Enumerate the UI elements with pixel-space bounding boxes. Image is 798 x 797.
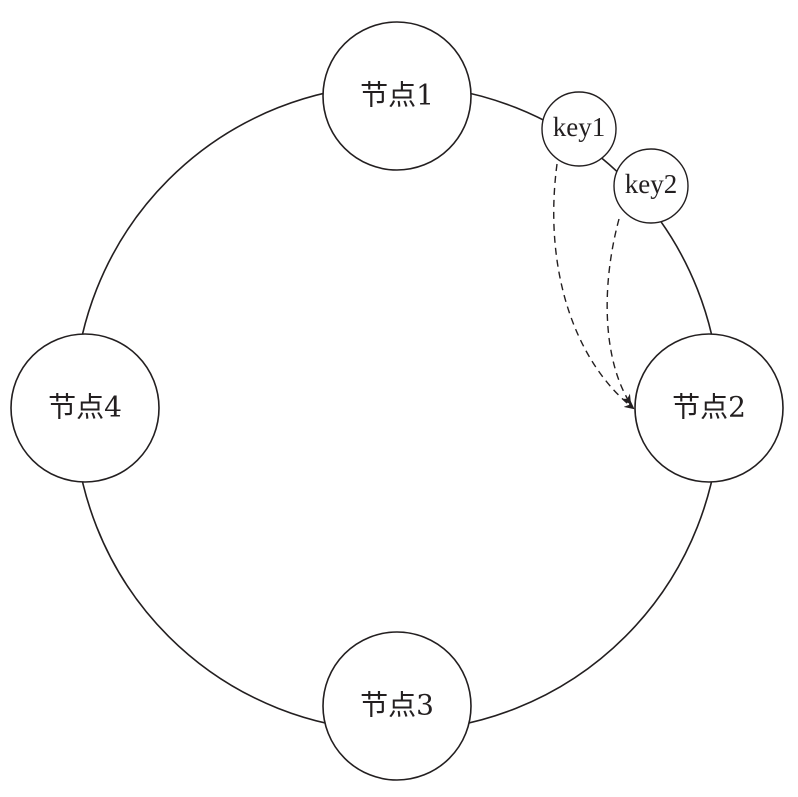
node-4: 节点4 (10, 333, 160, 483)
key-1-label: key1 (553, 112, 605, 142)
key2-to-node2-arrow (606, 218, 632, 405)
key-2-label: key2 (625, 169, 677, 199)
node-4-circle (10, 333, 160, 483)
node-2-circle (634, 333, 784, 483)
key-1-circle (541, 91, 617, 167)
key-2-circle (613, 148, 689, 224)
node-1: 节点1 (322, 21, 472, 171)
node-2: 节点2 (634, 333, 784, 483)
key-2: key2 (613, 148, 689, 224)
node-1-label: 节点1 (360, 79, 434, 112)
node-4-label: 节点4 (48, 391, 122, 424)
key1-to-node2-arrow (553, 163, 635, 410)
key-1: key1 (541, 91, 617, 167)
node-3: 节点3 (322, 631, 472, 781)
node-3-label: 节点3 (360, 689, 434, 722)
node-1-circle (322, 21, 472, 171)
node-2-label: 节点2 (672, 391, 746, 424)
node-3-circle (322, 631, 472, 781)
